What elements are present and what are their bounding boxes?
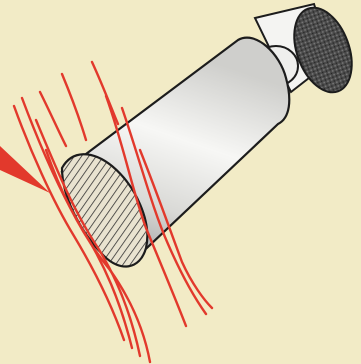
red-arrow [0,146,50,193]
red-lines-back [40,62,118,146]
